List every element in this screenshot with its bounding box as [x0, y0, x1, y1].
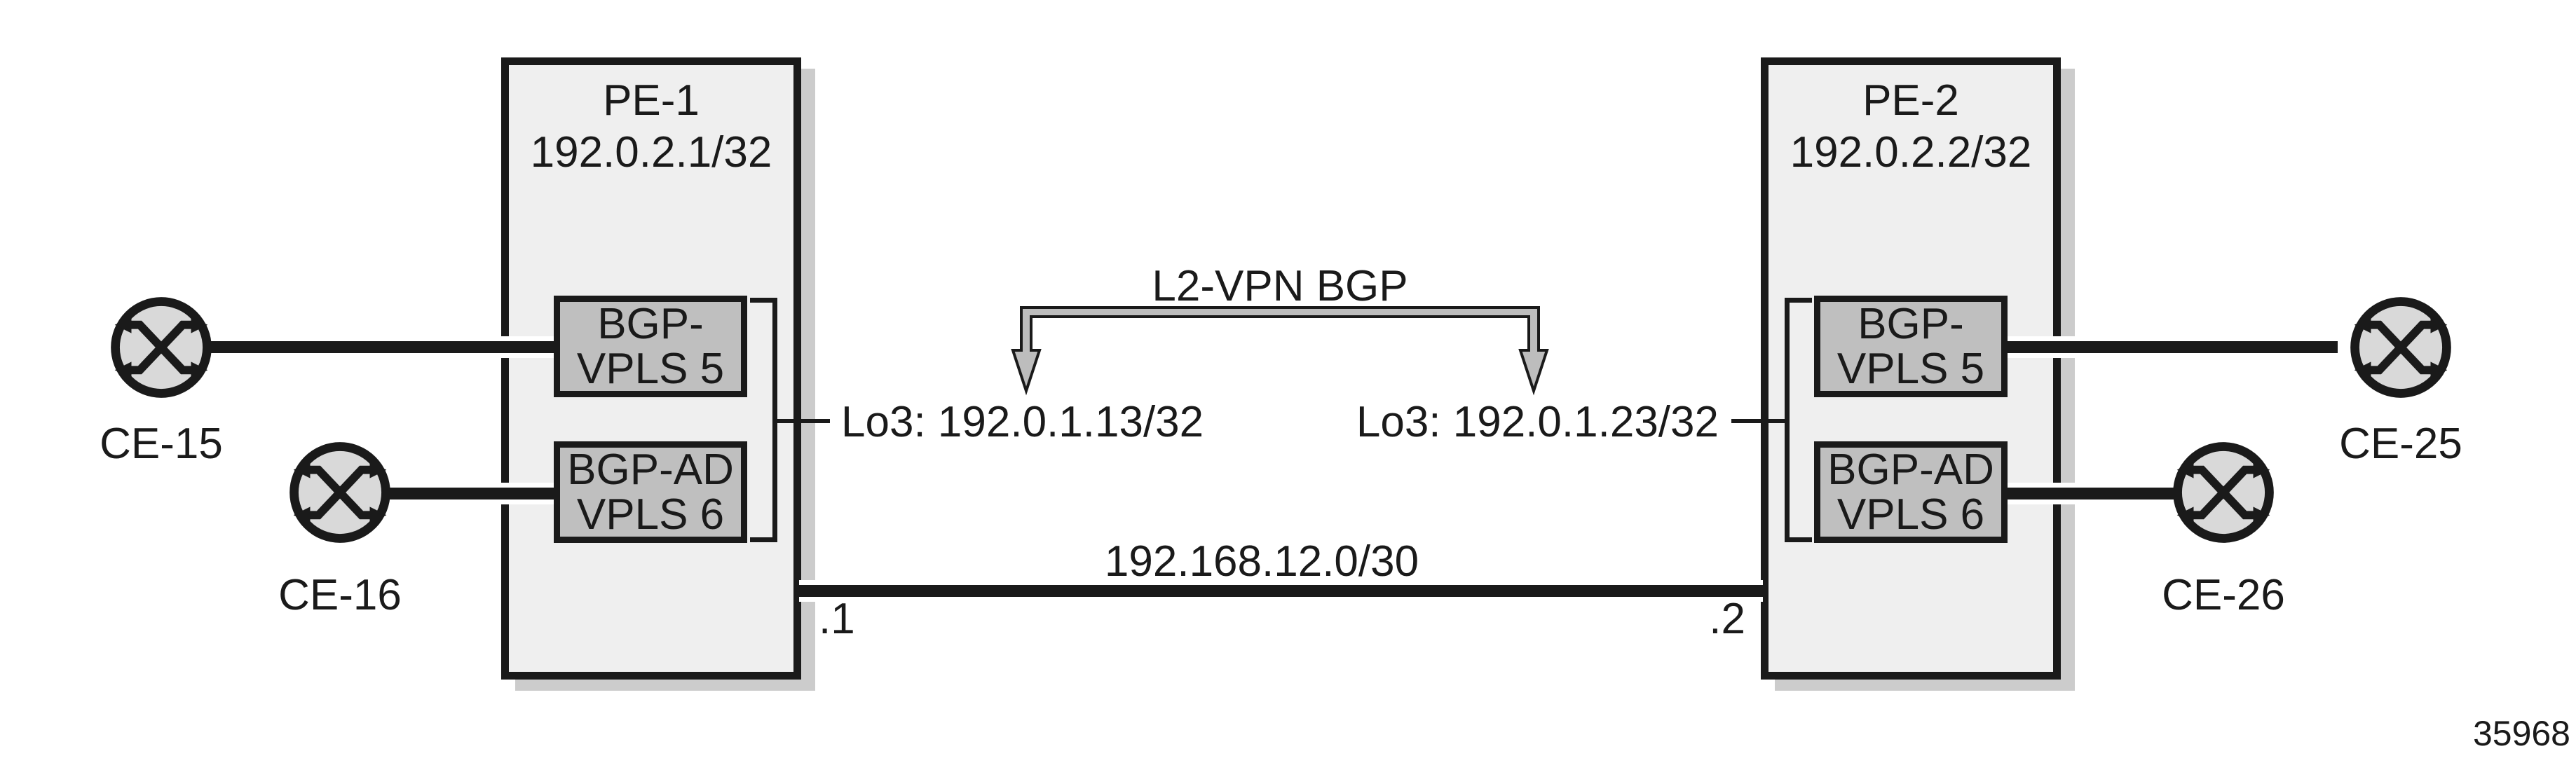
pe2-bgp-ad-vpls6-line2: VPLS 6 [1836, 490, 1985, 539]
pe1-bracket-label-stub [775, 419, 830, 423]
ce16-label: CE-16 [278, 571, 402, 619]
core-link-pe2-end-label: .2 [1709, 595, 1745, 643]
router-icon [111, 297, 212, 398]
link-ce15-pe1 [168, 336, 561, 358]
pe1-bracket-top-stub [750, 298, 777, 303]
l2vpn-bgp-label: L2-VPN BGP [1152, 262, 1408, 310]
pe2-bracket-bottom-stub [1785, 537, 1812, 542]
pe2-loopback: 192.0.2.2/32 [1790, 128, 2032, 177]
pe2-bgp-vpls5-line1: BGP- [1858, 299, 1964, 348]
pe2-bgp-ad-vpls6-line1: BGP-AD [1827, 445, 1994, 494]
ce16-router-node [280, 433, 400, 552]
pe1-node: PE-1 192.0.2.1/32 [501, 57, 801, 680]
figure-number: 35968 [2472, 714, 2570, 753]
pe2-bgp-vpls5-line2: VPLS 5 [1836, 344, 1985, 393]
pe2-bracket-label-stub [1731, 419, 1790, 423]
pe1-bgp-vpls5-line2: VPLS 5 [576, 344, 725, 393]
pe1-bgp-ad-vpls6-line1: BGP-AD [567, 445, 734, 494]
pe1-title: PE-1 192.0.2.1/32 [509, 75, 793, 179]
ce26-label: CE-26 [2162, 571, 2285, 619]
link-pe1-pe2-core [799, 580, 1763, 602]
core-link-pe1-end-label: .1 [819, 595, 855, 643]
pe1-bgp-vpls5-line1: BGP- [597, 299, 704, 348]
pe1-bracket-bottom-stub [750, 537, 777, 542]
link-pe2-ce25 [2001, 336, 2338, 358]
pe1-bgp-ad-vpls6-line2: VPLS 6 [576, 490, 725, 539]
ce25-label: CE-25 [2339, 420, 2462, 468]
ce15-router-node [102, 288, 221, 407]
pe2-title: PE-2 192.0.2.2/32 [1769, 75, 2053, 179]
l2vpn-bgp-arrow [1011, 306, 1549, 396]
pe2-name: PE-2 [1862, 76, 1959, 125]
pe1-name: PE-1 [603, 76, 700, 125]
router-icon [2173, 442, 2274, 543]
pe1-bracket-vertical [772, 298, 777, 542]
core-link-subnet-label: 192.168.12.0/30 [1104, 537, 1419, 586]
router-icon [289, 442, 390, 543]
pe2-bgp-vpls5-box: BGP- VPLS 5 [1814, 296, 2008, 397]
pe1-loopback: 192.0.2.1/32 [530, 128, 772, 177]
ce25-router-node [2341, 288, 2460, 407]
pe2-bgp-ad-vpls6-box: BGP-AD VPLS 6 [1814, 441, 2008, 543]
pe1-bgp-vpls5-box: BGP- VPLS 5 [554, 296, 747, 397]
pe1-bgp-ad-vpls6-box: BGP-AD VPLS 6 [554, 441, 747, 543]
router-icon [2350, 297, 2451, 398]
pe1-lo3-label: Lo3: 192.0.1.13/32 [841, 398, 1204, 446]
ce15-label: CE-15 [100, 420, 223, 468]
pe2-lo3-label: Lo3: 192.0.1.23/32 [1356, 398, 1719, 446]
ce26-router-node [2164, 433, 2283, 552]
pe2-bracket-top-stub [1785, 298, 1812, 303]
